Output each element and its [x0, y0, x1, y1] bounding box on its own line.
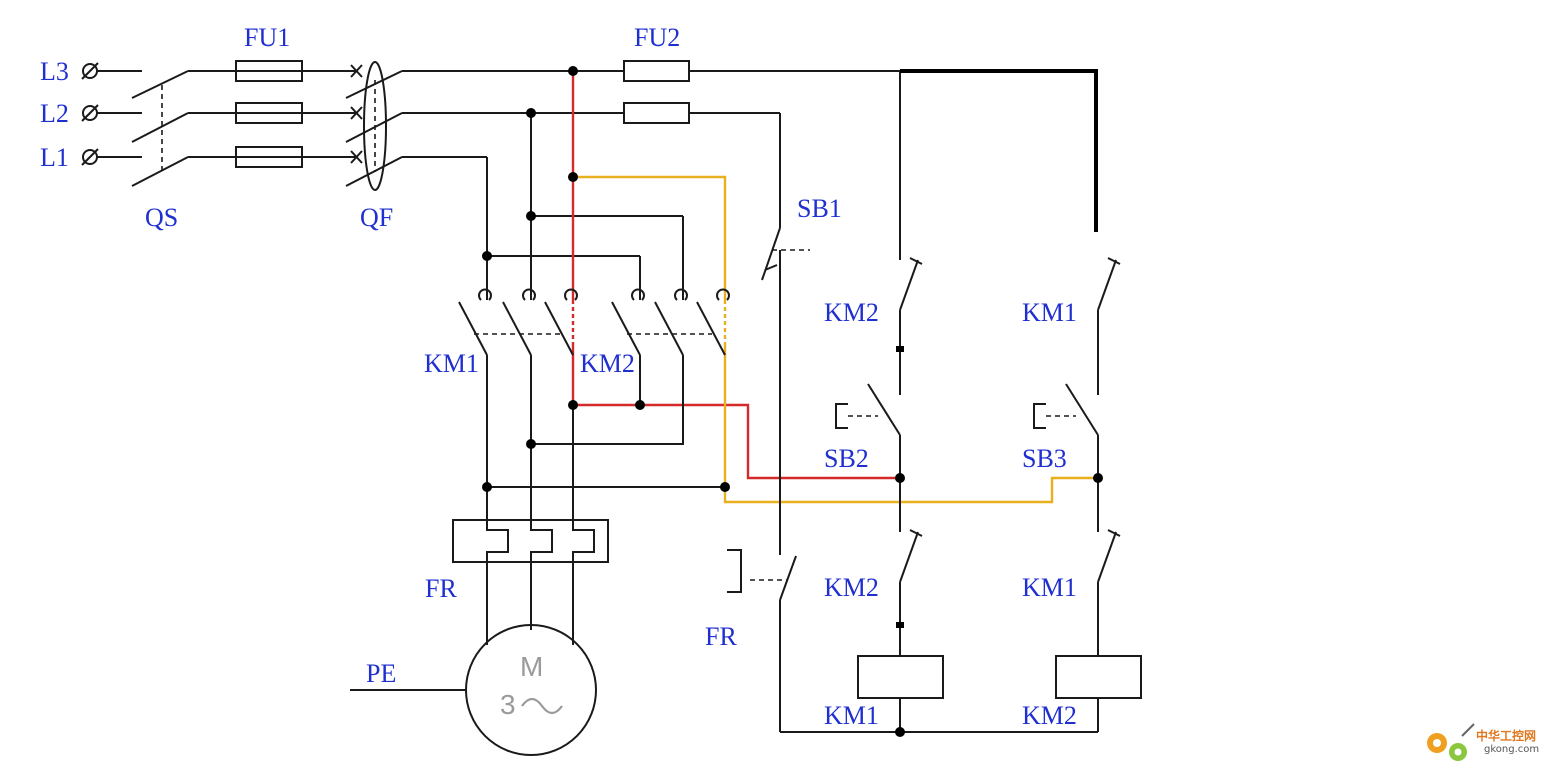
- gkong-logo: 中华工控网 gkong.com: [1427, 723, 1539, 761]
- terminal-L2: [81, 104, 142, 122]
- terminal-L3: [81, 62, 142, 80]
- label-SB3: SB3: [1022, 444, 1067, 473]
- isolator-qs: [131, 70, 189, 187]
- logo-name: 中华工控网: [1476, 728, 1536, 743]
- gear-icon: [1427, 723, 1475, 761]
- label-FR-main: FR: [425, 574, 457, 603]
- label-SB1: SB1: [797, 194, 842, 223]
- yellow-wire: [573, 175, 1098, 504]
- label-QS: QS: [145, 203, 178, 232]
- label-KM1-interlock-bot: KM1: [1022, 573, 1077, 602]
- label-SB2: SB2: [824, 444, 869, 473]
- breaker-qf: [345, 61, 403, 191]
- label-PE: PE: [366, 659, 396, 688]
- motor-label-3: 3: [500, 689, 516, 720]
- fuse-fu1: [188, 60, 358, 168]
- red-wire: [571, 71, 900, 480]
- logo-url: gkong.com: [1484, 744, 1539, 755]
- label-FU1: FU1: [244, 23, 290, 52]
- label-KM1-coil: KM1: [824, 701, 879, 730]
- km-main-contacts: [458, 288, 730, 520]
- motor: [350, 624, 597, 756]
- label-KM2-main: KM2: [580, 349, 635, 378]
- label-KM1-main: KM1: [424, 349, 479, 378]
- label-FU2: FU2: [634, 23, 680, 52]
- label-L2: L2: [40, 99, 69, 128]
- label-FR-contact: FR: [705, 622, 737, 651]
- thermal-relay-fr: [452, 519, 609, 645]
- control-circuit: [727, 69, 1142, 733]
- label-KM2-interlock-top: KM2: [824, 298, 879, 327]
- label-QF: QF: [360, 203, 393, 232]
- bus-lines: [402, 60, 900, 300]
- label-KM2-coil: KM2: [1022, 701, 1077, 730]
- motor-label-M: M: [520, 651, 543, 682]
- label-L1: L1: [40, 143, 69, 172]
- label-KM1-interlock-top: KM1: [1022, 298, 1077, 327]
- terminal-L1: [81, 148, 142, 166]
- label-L3: L3: [40, 57, 69, 86]
- junction-dots: [482, 66, 1103, 737]
- label-KM2-interlock-bot: KM2: [824, 573, 879, 602]
